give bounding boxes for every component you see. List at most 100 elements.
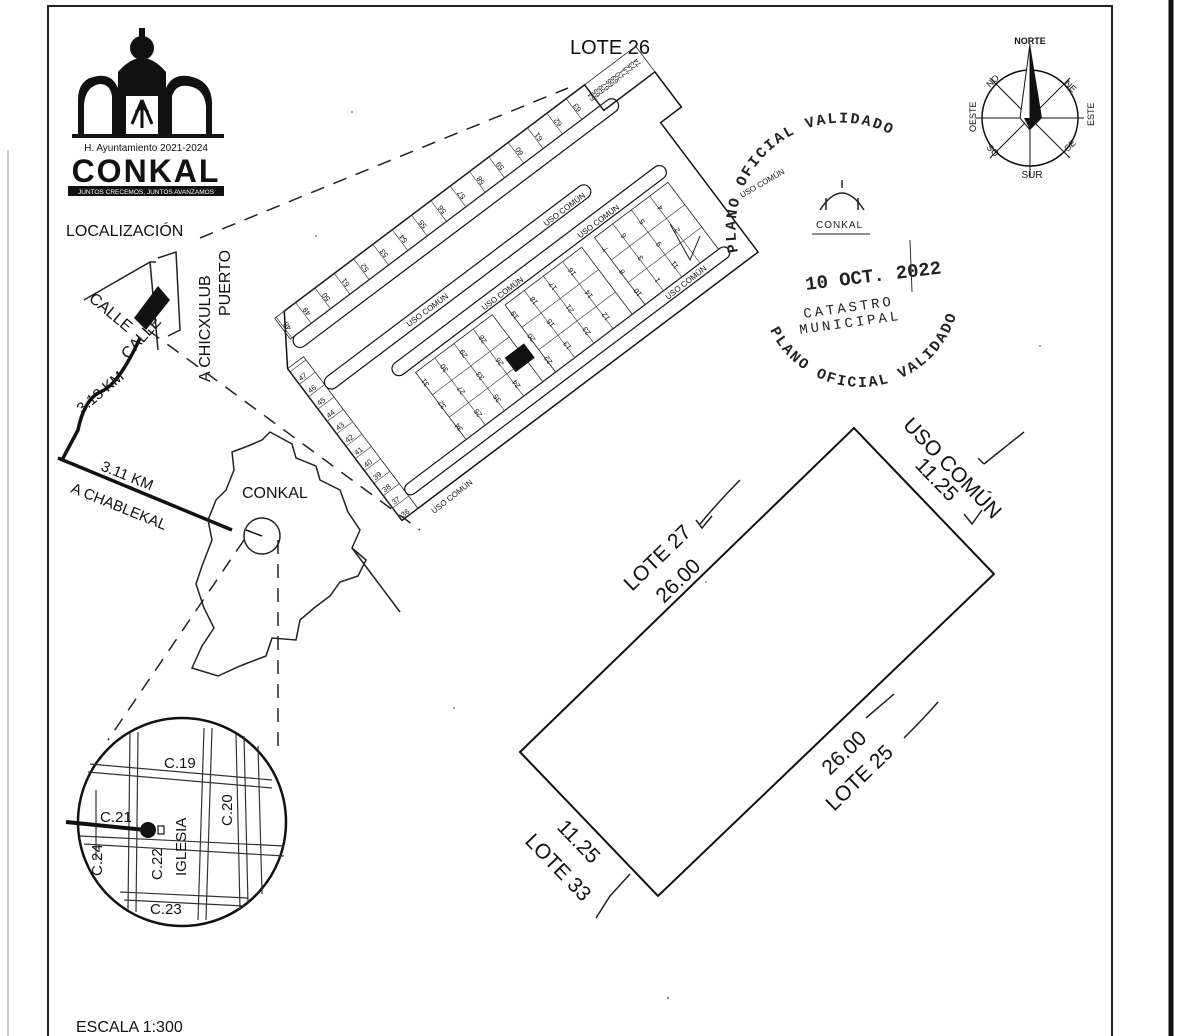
lot-number: 13	[561, 339, 573, 351]
location-heading: LOCALIZACIÓN	[66, 221, 183, 240]
inset-label-c19: C.19	[164, 755, 196, 772]
lot-number: 27	[455, 384, 467, 396]
lot-number: 24	[510, 378, 522, 390]
lot-divider	[391, 229, 409, 251]
lot-divider	[562, 261, 614, 329]
inset-label-c20: C.20	[219, 794, 236, 826]
lot-number: 12	[600, 311, 612, 323]
lot-divider	[295, 302, 312, 324]
inset-label-church: IGLESIA	[173, 818, 190, 876]
lot-divider	[472, 328, 524, 397]
lot-divider	[449, 359, 527, 418]
lot-divider	[392, 495, 409, 509]
road-label-chablekal: A CHABLEKAL	[69, 480, 170, 534]
lot-number: 20	[525, 331, 537, 343]
lot-number: 48	[281, 320, 293, 332]
lot-divider	[314, 287, 331, 309]
parcel-polygon	[518, 426, 996, 898]
lot-number: 14	[583, 288, 595, 300]
lot-number: 37	[390, 494, 402, 506]
logo-admin-line: H. Ayuntamiento 2021-2024	[84, 143, 208, 154]
lot-number: 22	[542, 354, 554, 366]
lot-number: 10	[632, 286, 644, 298]
lot-number: 46	[306, 383, 318, 395]
highlight-lot	[504, 343, 535, 373]
lot-number: 38	[381, 482, 393, 494]
common-pointer	[669, 223, 701, 262]
lot-divider	[336, 421, 353, 435]
road-to-conkal	[60, 337, 142, 461]
check-tick-3	[963, 509, 983, 526]
subdivision-diagram: 4746454443424140393837364849505152535455…	[274, 45, 760, 522]
lot-number: 33	[474, 370, 486, 382]
lot-divider	[334, 273, 351, 295]
lot-number: 5	[637, 217, 647, 226]
lot-number: 21	[564, 303, 576, 315]
center-inset	[65, 716, 288, 928]
lot-number: 63	[571, 102, 583, 114]
lot-divider	[317, 396, 335, 410]
lot-number: 4	[656, 204, 666, 213]
lot-divider	[543, 275, 595, 344]
lot-number: 6	[619, 231, 629, 240]
lot-number: 57	[455, 189, 467, 201]
municipal-logo	[72, 28, 224, 138]
lot-number: 34	[453, 421, 465, 433]
page-frame	[47, 5, 1113, 1036]
check-mark-4	[865, 693, 895, 719]
lot-number: 42	[343, 433, 355, 445]
stamp-date: 10 OCT. 2022	[804, 257, 942, 296]
lot-divider	[527, 127, 544, 149]
lot-number: 23	[580, 325, 592, 337]
lot-number: 2	[672, 226, 682, 235]
lot-divider	[432, 336, 510, 396]
inset-label-c23: C.23	[150, 901, 182, 918]
lot-number: 50	[320, 291, 332, 303]
compass-ne: NE	[1063, 78, 1079, 94]
lot-divider	[649, 195, 701, 264]
inset-label-c21: C.21	[100, 809, 132, 826]
street-label-a: CALLE	[85, 290, 135, 336]
lot-number: 29	[457, 348, 469, 360]
lot-number: 9	[654, 240, 664, 249]
lot-divider	[469, 171, 486, 193]
lot-number: 26	[493, 356, 505, 368]
lot-number: 8	[617, 267, 627, 276]
site-location-mark	[134, 286, 170, 330]
lot-number: 41	[353, 445, 365, 457]
lot-number: 43	[334, 420, 346, 432]
lot-divider	[383, 483, 400, 496]
road-to-chablekal	[57, 456, 233, 532]
lot-number: 31	[419, 377, 431, 389]
lot-number: 51	[339, 276, 351, 288]
lot-number: 58	[475, 174, 487, 186]
inset-label-c24: C.24	[89, 844, 106, 876]
lot-divider	[612, 223, 664, 292]
lot-divider	[538, 291, 616, 350]
stamp-top-arc: PLANO OFICIAL VALIDADO	[723, 110, 895, 254]
lot-number: 1	[652, 276, 662, 285]
lot-divider	[565, 98, 583, 120]
town-center-circle	[243, 517, 281, 555]
lot-number: 39	[371, 470, 383, 482]
road-label-chicxulub: A CHICXULUB	[197, 275, 214, 382]
lot-number: 18	[528, 295, 540, 307]
lot-number: 32	[436, 399, 448, 411]
lot-divider	[308, 384, 325, 397]
town-boundary	[190, 431, 367, 677]
logo-slogan-band	[68, 186, 224, 196]
lot-divider	[521, 269, 599, 328]
check-mark-1	[699, 479, 741, 525]
check-tick-2	[977, 457, 985, 465]
compass-sw: SO	[985, 142, 1001, 158]
lot-number: 11	[669, 259, 681, 271]
check-tick-1	[695, 515, 713, 530]
zoom-line-lower	[147, 329, 421, 531]
lot-number: 56	[436, 204, 448, 216]
lot-divider	[449, 185, 467, 208]
lot-divider	[611, 204, 685, 261]
lot-divider	[276, 316, 293, 339]
lot-number: 3	[636, 254, 646, 263]
lot-number: 60	[513, 145, 525, 157]
